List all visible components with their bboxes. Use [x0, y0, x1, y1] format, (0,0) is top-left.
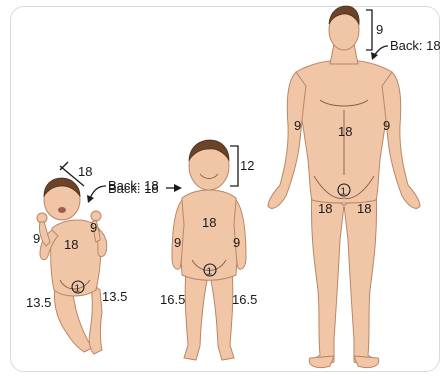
adult-leg-left-value: 18: [318, 201, 332, 216]
adult-head-bracket: [366, 10, 372, 50]
child-perineum-value: 1: [207, 267, 213, 278]
infant-arm-left-value: 9: [33, 231, 40, 246]
adult-arm-left-value: 9: [294, 118, 301, 133]
infant-trunk-value: 18: [64, 237, 78, 252]
adult-back-label: Back: 18: [390, 38, 441, 53]
infant-leg-right-value: 13.5: [102, 289, 127, 304]
adult-perineum-value: 1: [341, 187, 347, 198]
infant-head-value: 18: [78, 164, 92, 179]
infant-perineum-value: 1: [75, 284, 81, 295]
adult-arm-right-value: 9: [383, 118, 390, 133]
adult-leg-right-value: 18: [357, 201, 371, 216]
child-head-bracket: [230, 146, 238, 186]
infant-back-label: Back: 18: [108, 178, 159, 193]
adult-head-value: 9: [376, 22, 383, 37]
child-leg-left-value: 16.5: [160, 292, 185, 307]
adult-back-arrowhead: [371, 52, 378, 60]
child-trunk-value: 18: [202, 215, 216, 230]
infant-figure: [37, 178, 107, 354]
child-arm-right-value: 9: [233, 235, 240, 250]
adult-trunk-value: 18: [338, 124, 352, 139]
child-head-value: 12: [240, 158, 254, 173]
infant-leg-left-value: 13.5: [26, 295, 51, 310]
child-back-arrowhead: [174, 184, 182, 192]
infant-back-arrow: [90, 186, 106, 198]
child-leg-right-value: 16.5: [232, 292, 257, 307]
child-arm-left-value: 9: [174, 235, 181, 250]
child-figure: [172, 140, 246, 360]
infant-arm-right-value: 9: [90, 220, 97, 235]
